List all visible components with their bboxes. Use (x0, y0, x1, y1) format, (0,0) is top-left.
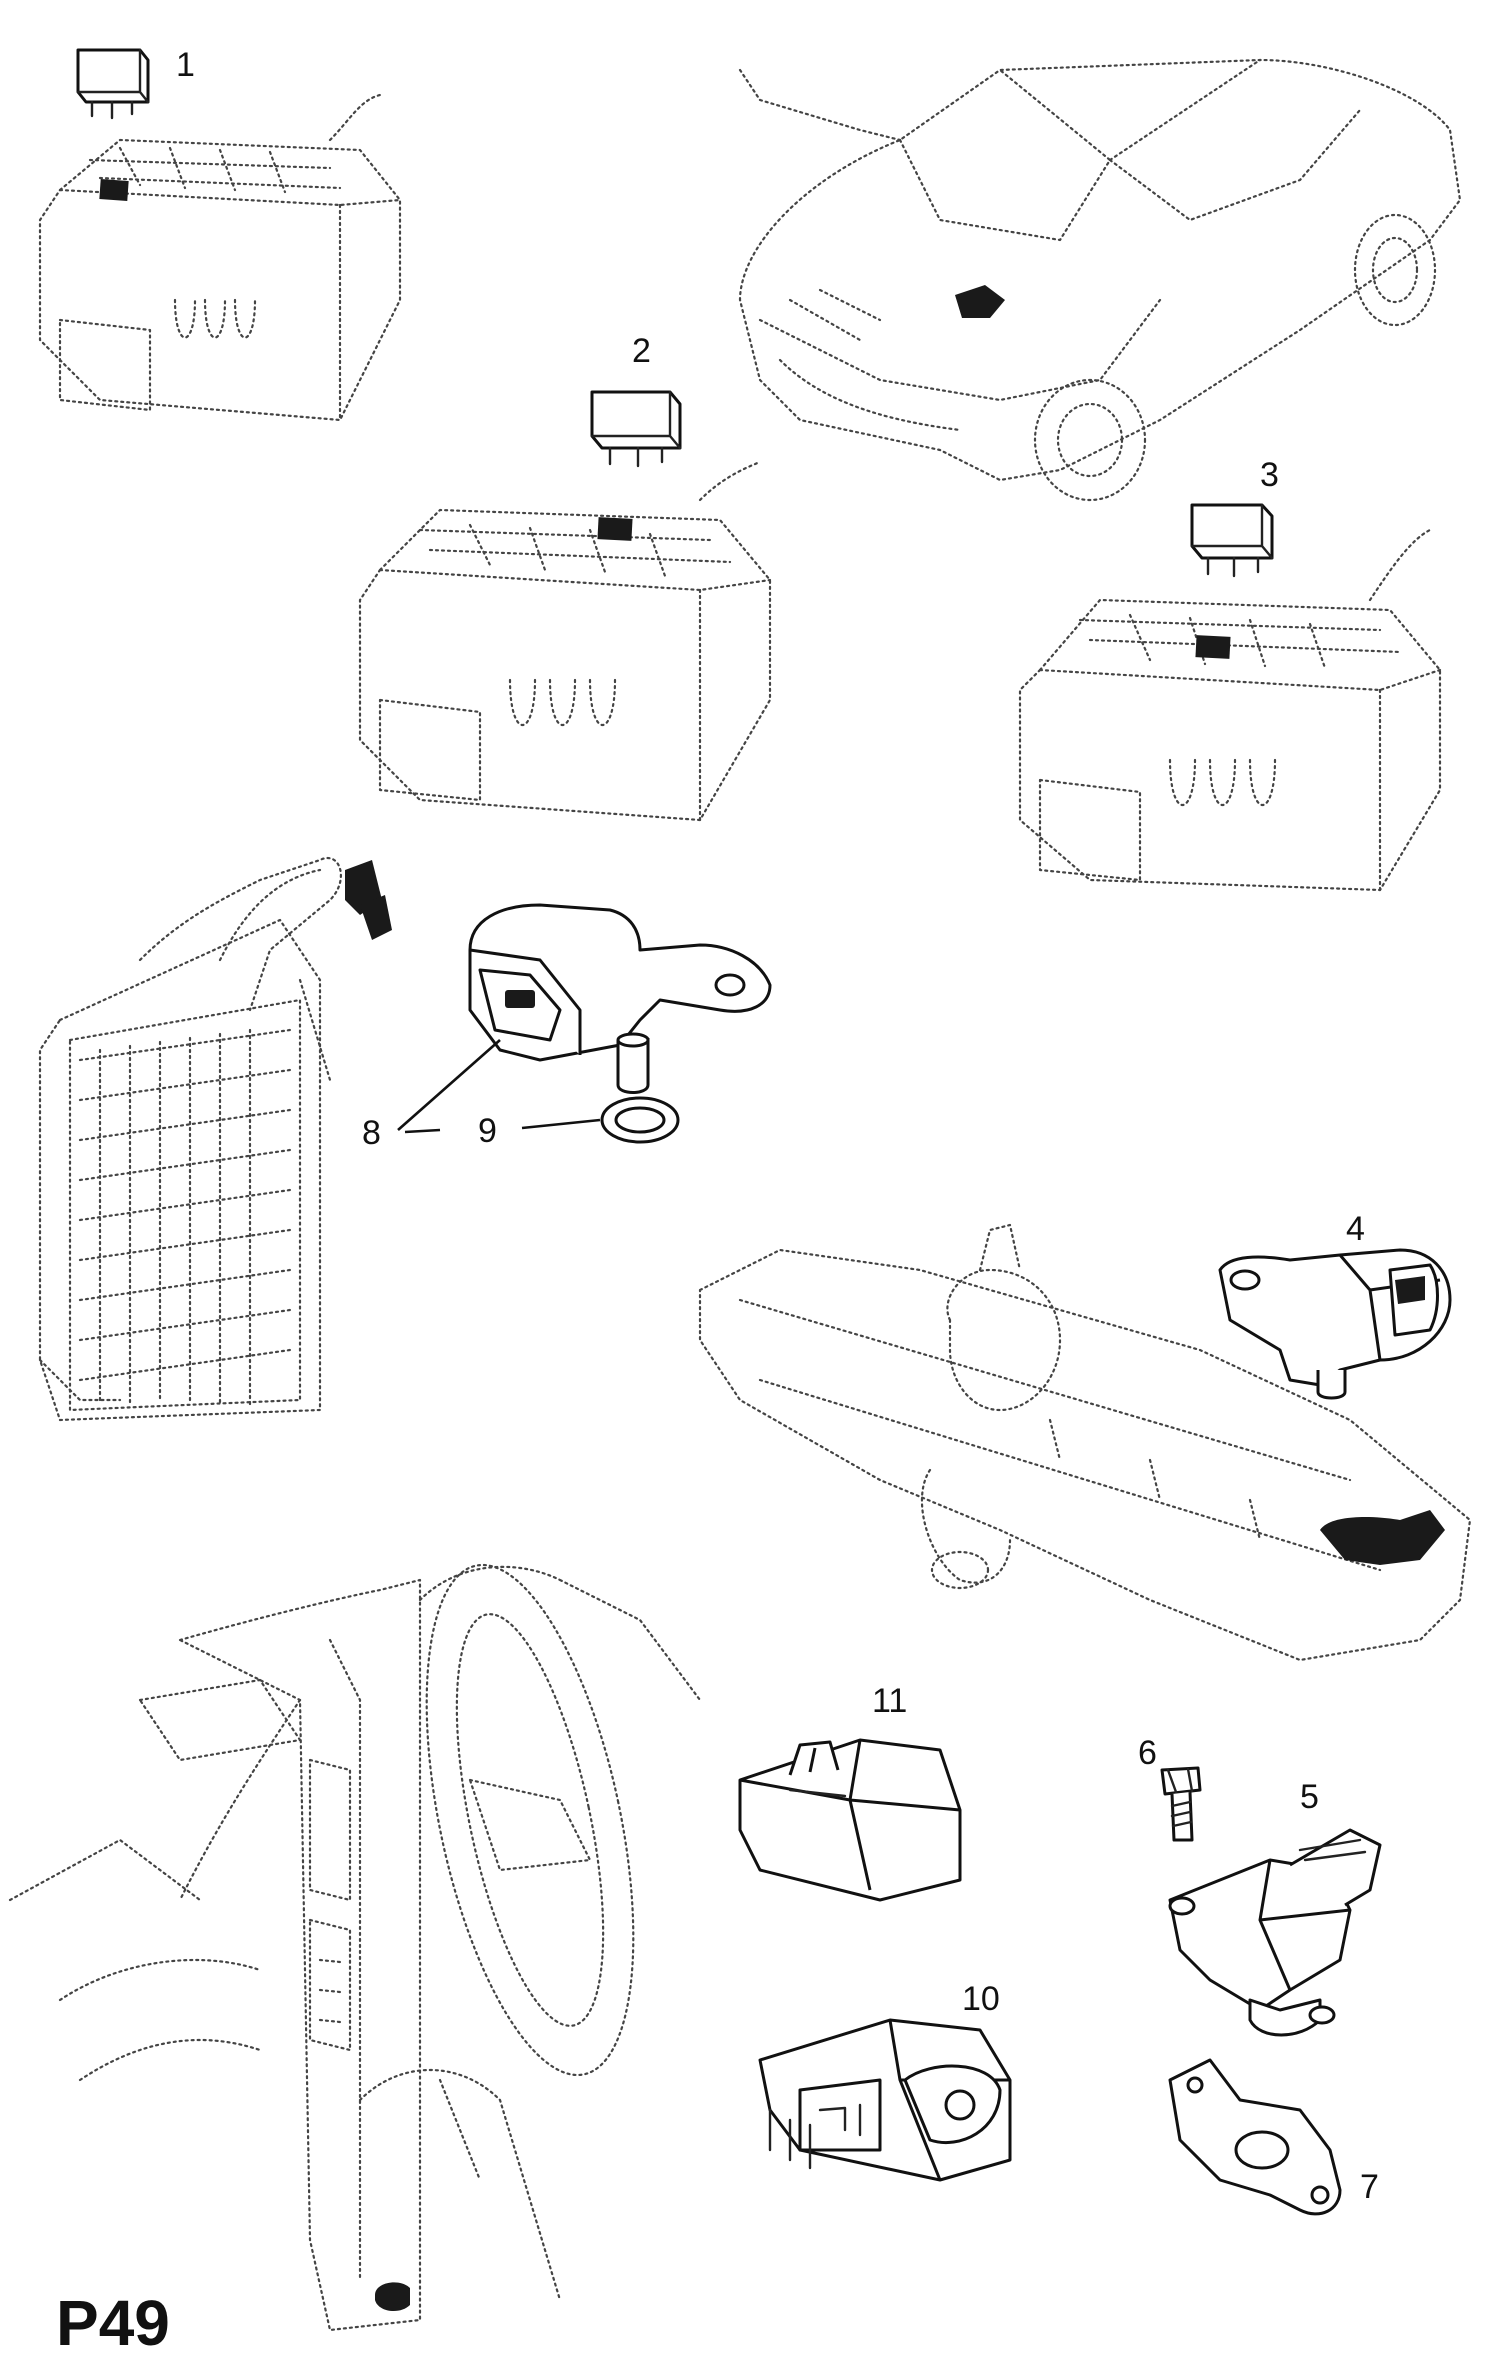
fuse-box-3 (1018, 528, 1442, 892)
callout-11: 11 (872, 1682, 907, 1720)
relay-item-3[interactable] (1190, 503, 1274, 578)
fuse-box-1 (38, 93, 402, 422)
heater-core-illustration (38, 857, 392, 1422)
leader-9 (521, 1118, 601, 1130)
relay-item-1[interactable] (76, 48, 150, 120)
page-code: P49 (56, 2287, 170, 2359)
callout-2: 2 (632, 332, 651, 370)
leader-8-9 (404, 1128, 441, 1134)
callout-5: 5 (1300, 1778, 1319, 1816)
callout-10: 10 (962, 1980, 1000, 2018)
gasket-item-7[interactable] (1168, 2058, 1342, 2216)
leader-8 (397, 1039, 501, 1131)
callout-3: 3 (1260, 456, 1279, 494)
bolt-item-6[interactable] (1160, 1766, 1202, 1842)
dashboard-illustration (8, 1563, 702, 2332)
callout-7: 7 (1360, 2168, 1379, 2206)
intake-manifold-illustration (698, 1223, 1472, 1662)
fuse-box-2 (358, 460, 772, 822)
sensor-item-4[interactable] (1218, 1248, 1452, 1400)
car-illustration (738, 58, 1462, 502)
sensor-item-8[interactable] (468, 903, 772, 1094)
switch-item-10[interactable] (758, 2018, 1012, 2182)
callout-6: 6 (1138, 1734, 1157, 1772)
seal-ring-item-9[interactable] (600, 1096, 680, 1144)
callout-8: 8 (362, 1114, 381, 1152)
callout-9: 9 (478, 1112, 497, 1150)
relay-item-2[interactable] (590, 390, 682, 468)
callout-1: 1 (176, 46, 195, 84)
sensor-item-5[interactable] (1168, 1828, 1382, 2037)
callout-4: 4 (1346, 1210, 1365, 1248)
switch-item-11[interactable] (738, 1738, 962, 1902)
